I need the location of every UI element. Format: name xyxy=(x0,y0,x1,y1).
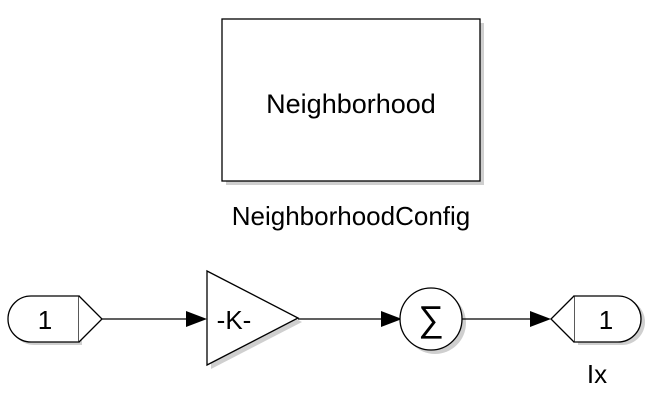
signal-line-gain-to-sum[interactable] xyxy=(298,311,402,327)
gain-block-body[interactable] xyxy=(206,269,300,367)
subsystem-block-name: NeighborhoodConfig xyxy=(232,201,471,231)
gain-block[interactable]: -K- xyxy=(206,269,302,369)
subsystem-block-neighborhood[interactable]: Neighborhood xyxy=(221,18,484,185)
sigma-icon: ∑ xyxy=(418,298,444,339)
subsystem-block-body[interactable] xyxy=(221,18,481,182)
inport-port-chevron xyxy=(78,295,103,343)
arrowhead-icon xyxy=(186,311,207,327)
subsystem-block-text: Neighborhood xyxy=(266,89,436,119)
signal-line-sum-to-outport[interactable] xyxy=(462,311,551,327)
arrowhead-icon xyxy=(530,311,551,327)
inport-port-number: 1 xyxy=(38,305,52,335)
outport-block-name: Ix xyxy=(587,359,607,389)
sum-block[interactable]: ∑ xyxy=(399,287,466,354)
outport-port-chevron xyxy=(550,295,575,343)
gain-block-value: -K- xyxy=(217,305,252,335)
inport-block-body[interactable] xyxy=(7,295,80,343)
arrowhead-icon xyxy=(381,311,402,327)
outport-block[interactable]: 1 xyxy=(550,295,645,345)
inport-block[interactable]: 1 xyxy=(7,295,103,345)
signal-line-inport-to-gain[interactable] xyxy=(102,311,207,327)
outport-port-number: 1 xyxy=(599,305,613,335)
outport-block-body[interactable] xyxy=(573,295,642,343)
